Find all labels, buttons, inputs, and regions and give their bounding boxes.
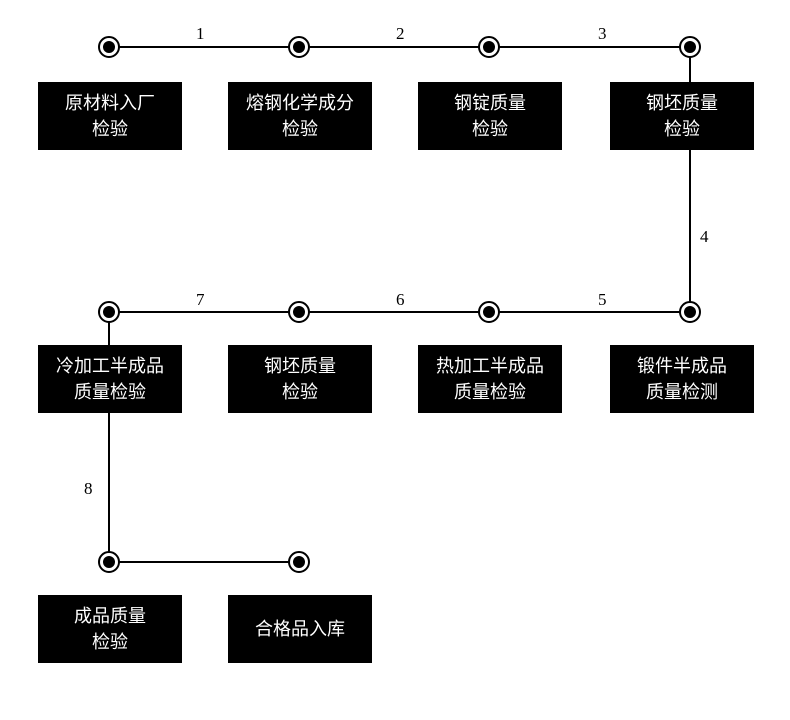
box-steel-ingot[interactable]: 钢锭质量 检验 — [418, 82, 562, 150]
edge-label-3: 3 — [598, 24, 607, 43]
connector-edge-2 — [299, 46, 489, 48]
box-molten-steel[interactable]: 熔钢化学成分 检验 — [228, 82, 372, 150]
box-steel-billet-mid[interactable]: 钢坯质量 检验 — [228, 345, 372, 413]
edge-label-4: 4 — [700, 227, 709, 246]
node-r1-c3[interactable] — [478, 36, 500, 58]
box-hot-work[interactable]: 热加工半成品 质量检验 — [418, 345, 562, 413]
node-r1-c2[interactable] — [288, 36, 310, 58]
box-finished-product[interactable]: 成品质量 检验 — [38, 595, 182, 663]
edge-label-8: 8 — [84, 479, 93, 498]
connector-edge-4 — [689, 47, 691, 312]
edge-label-5: 5 — [598, 290, 607, 309]
connector-edge-9 — [109, 561, 299, 563]
node-r3-c1[interactable] — [98, 551, 120, 573]
box-warehouse[interactable]: 合格品入库 — [228, 595, 372, 663]
node-r2-c3[interactable] — [478, 301, 500, 323]
node-r2-c1[interactable] — [98, 301, 120, 323]
node-r1-c4[interactable] — [679, 36, 701, 58]
box-forging[interactable]: 锻件半成品 质量检测 — [610, 345, 754, 413]
edge-label-6: 6 — [396, 290, 405, 309]
box-raw-material[interactable]: 原材料入厂 检验 — [38, 82, 182, 150]
connector-edge-8 — [108, 312, 110, 562]
node-r3-c2[interactable] — [288, 551, 310, 573]
connector-edge-1 — [109, 46, 299, 48]
node-r1-c1[interactable] — [98, 36, 120, 58]
edge-label-2: 2 — [396, 24, 405, 43]
node-r2-c2[interactable] — [288, 301, 310, 323]
box-steel-billet-top[interactable]: 钢坯质量 检验 — [610, 82, 754, 150]
connector-edge-6 — [299, 311, 489, 313]
edge-label-1: 1 — [196, 24, 205, 43]
box-cold-work[interactable]: 冷加工半成品 质量检验 — [38, 345, 182, 413]
connector-edge-7 — [109, 311, 299, 313]
connector-edge-3 — [489, 46, 690, 48]
node-r2-c4[interactable] — [679, 301, 701, 323]
edge-label-7: 7 — [196, 290, 205, 309]
connector-edge-5 — [489, 311, 690, 313]
